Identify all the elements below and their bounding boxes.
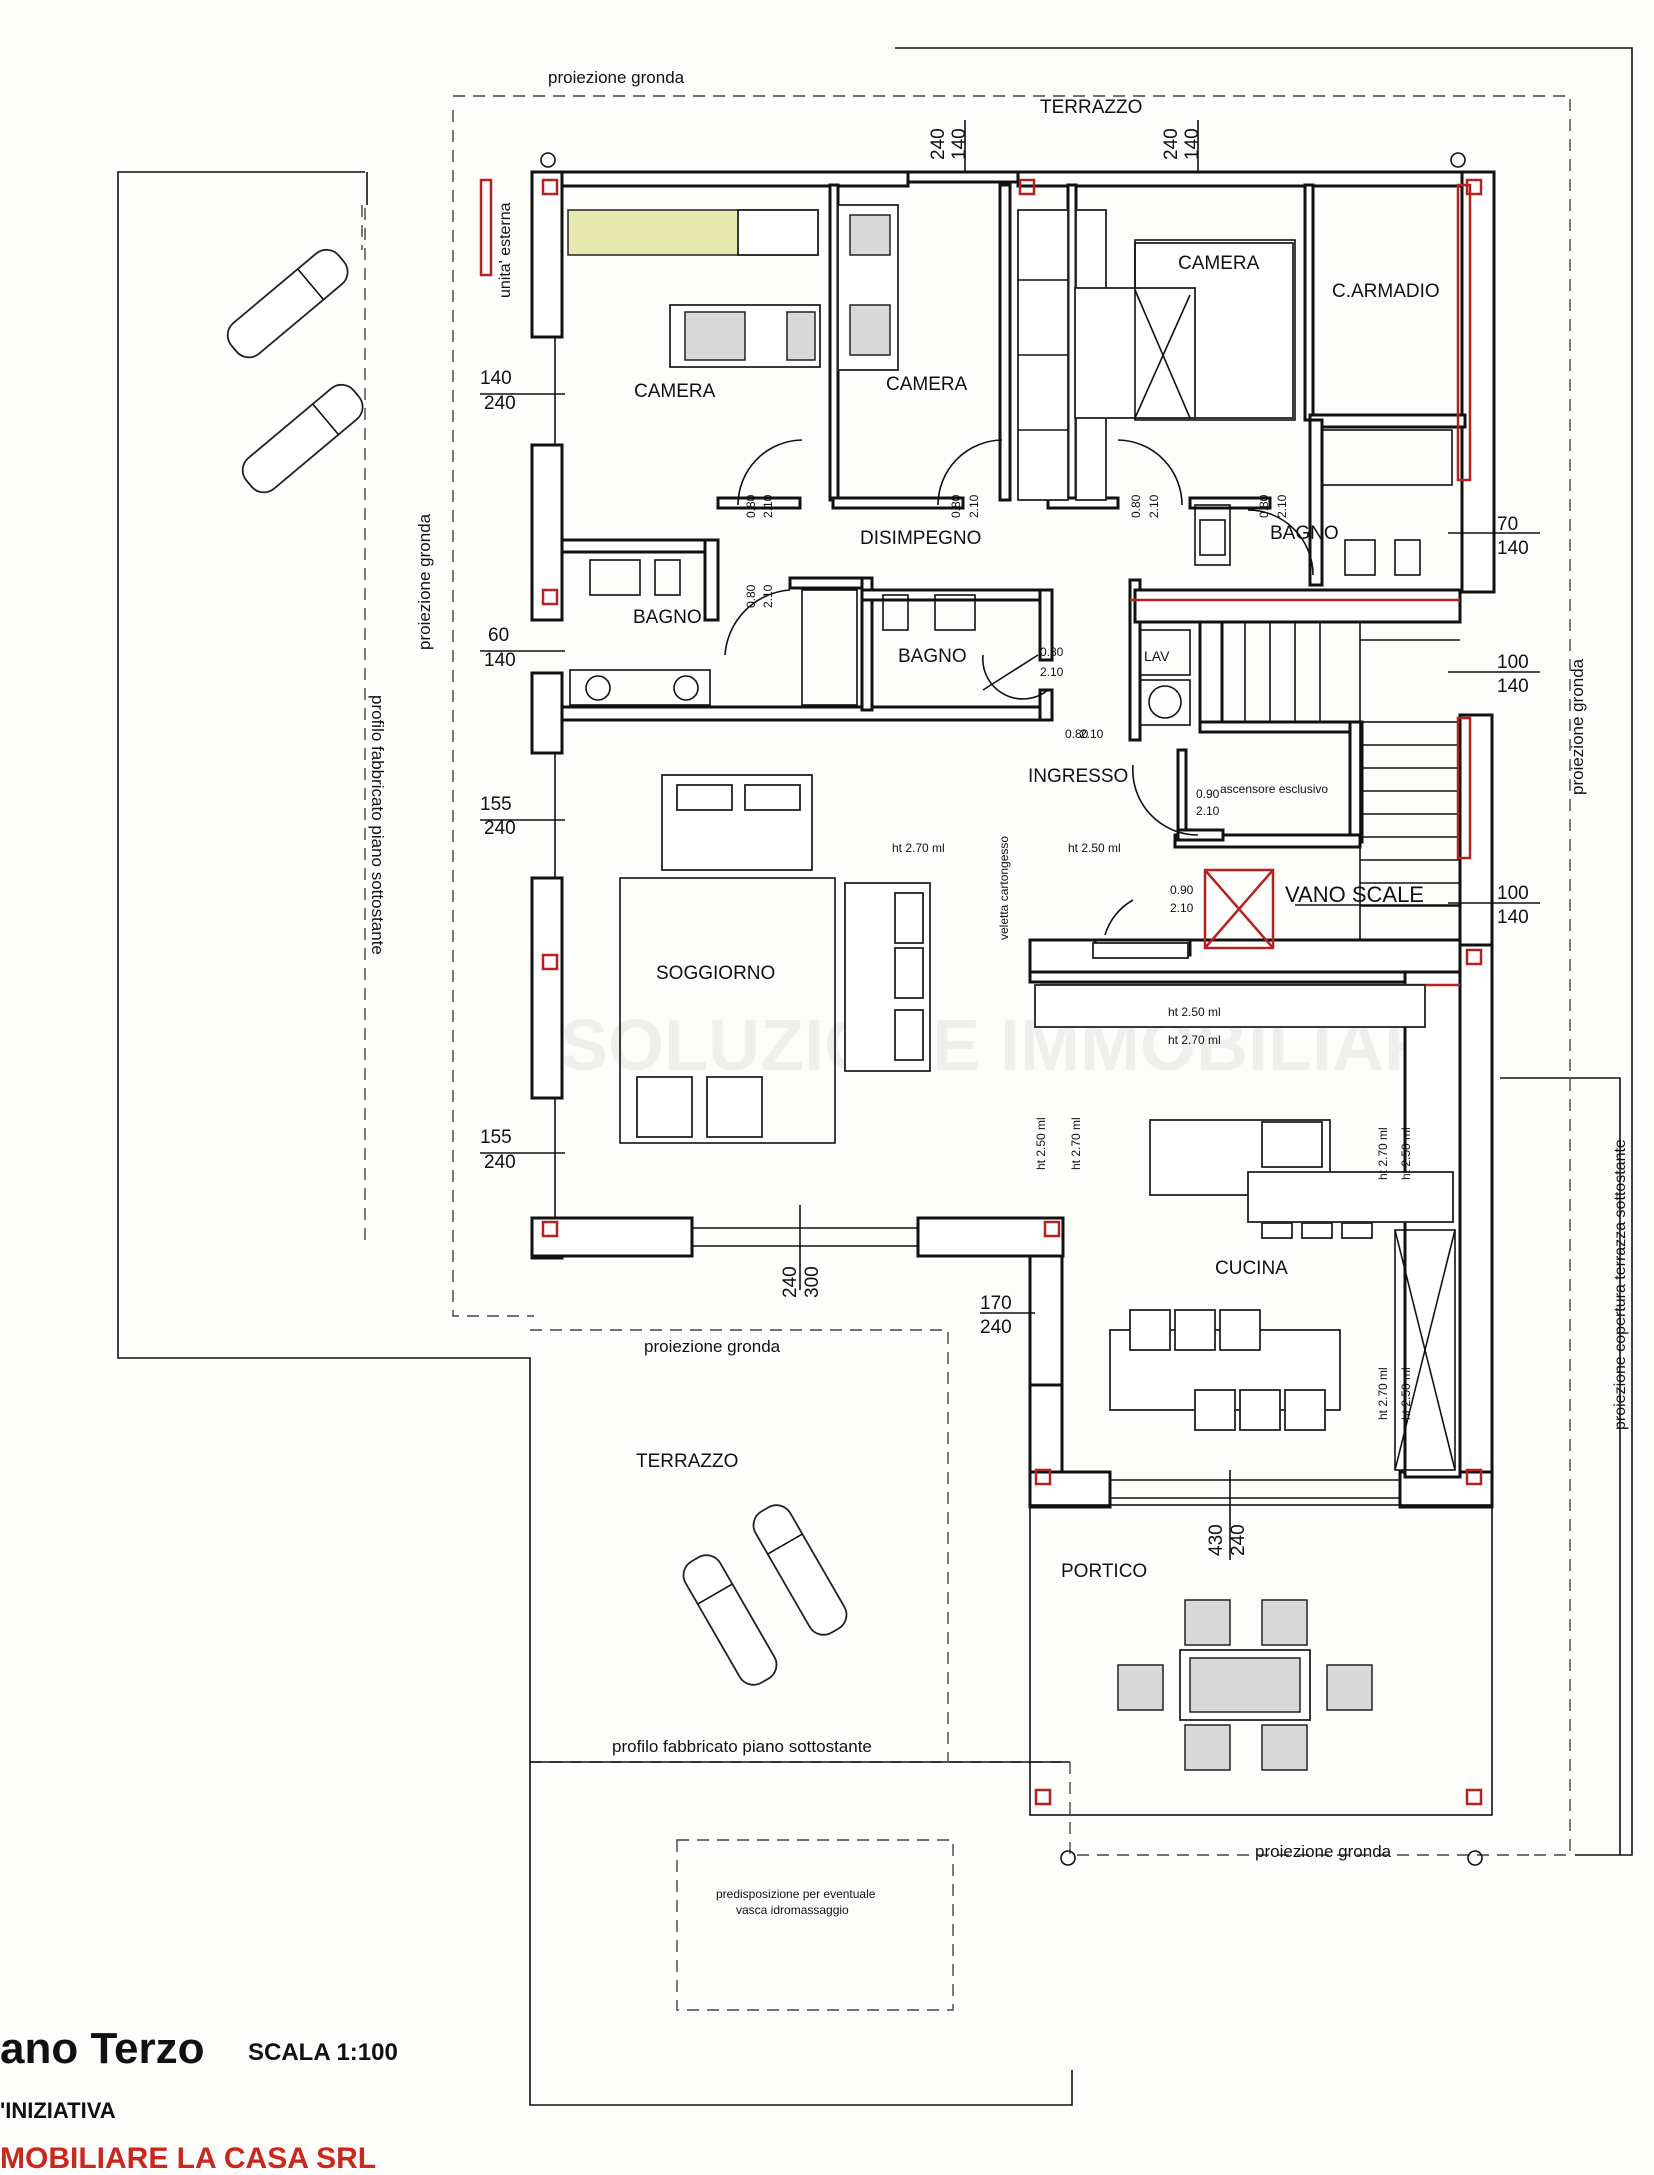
door-dim-9-a: 0.90 — [1170, 883, 1194, 897]
dim-right-1-a: 70 — [1497, 514, 1518, 535]
outer-profile-outline — [117, 47, 1633, 2106]
note-ht-kitchen-2: ht 2.70 ml — [1168, 1033, 1221, 1047]
room-ingresso: INGRESSO — [1028, 766, 1128, 787]
note-ht-kitchen-5: ht 2.70 ml — [1376, 1127, 1390, 1180]
door-dim-6-a: 0.80 — [1040, 645, 1064, 659]
lav-label: LAV — [1144, 648, 1170, 664]
dim-bottom-1-a: 300 — [802, 1266, 823, 1298]
note-ht-kitchen-8: ht 2.50 ml — [1399, 1367, 1413, 1420]
room-terrazzo-bottom: TERRAZZO — [636, 1451, 738, 1472]
dim-right-3-a: 100 — [1497, 883, 1529, 904]
building-walls — [530, 170, 1496, 1816]
plan-title: ano Terzo — [0, 2024, 205, 2073]
note-ht-kitchen-4: ht 2.70 ml — [1069, 1117, 1083, 1170]
dim-left-4-b: 240 — [484, 1152, 516, 1173]
room-camera-1: CAMERA — [634, 381, 716, 402]
note-ht-ingresso: ht 2.50 ml — [1068, 841, 1121, 855]
door-dim-1-b: 2.10 — [761, 494, 775, 518]
footer-initiative: 'INIZIATIVA — [0, 2098, 116, 2123]
room-portico: PORTICO — [1061, 1561, 1147, 1582]
dim-top-2-b: 240 — [1161, 128, 1182, 160]
dim-left-3-a: 155 — [480, 794, 512, 815]
dim-right-2-a: 100 — [1497, 652, 1529, 673]
dim-top-1-a: 140 — [949, 128, 970, 160]
window-dimensions — [480, 120, 1540, 1560]
dim-right-2-b: 140 — [1497, 676, 1529, 697]
door-dim-6-b: 2.10 — [1040, 665, 1064, 679]
door-dim-2-a: 0.80 — [949, 494, 963, 518]
dim-left-3-b: 240 — [484, 818, 516, 839]
door-dim-7-a: 0.80 — [1065, 727, 1089, 741]
note-ascensore: ascensore esclusivo — [1220, 782, 1328, 796]
dim-top-1-b2: 240 — [928, 128, 949, 160]
room-bagno-3: BAGNO — [898, 646, 967, 667]
note-ht-kitchen-7: ht 2.70 ml — [1376, 1367, 1390, 1420]
door-dims: 0.80 2.10 0.80 2.10 0.80 2.10 0.80 2.10 … — [744, 494, 1289, 915]
room-camera-3: CAMERA — [1178, 253, 1260, 274]
note-copertura: proiezione copertura terrazza sottostant… — [1612, 1139, 1629, 1430]
dim-kitchen-a: 170 — [980, 1293, 1012, 1314]
footer-company: MOBILIARE LA CASA SRL — [0, 2142, 376, 2175]
room-camera-2: CAMERA — [886, 374, 968, 395]
note-ht-kitchen-1: ht 2.50 ml — [1168, 1005, 1221, 1019]
furniture — [226, 204, 1456, 1771]
room-vano-scale: VANO SCALE — [1285, 882, 1424, 907]
door-dim-1-a: 0.80 — [744, 494, 758, 518]
door-dim-4-a: 0.80 — [1257, 494, 1271, 518]
door-dim-5-b: 2.10 — [761, 584, 775, 608]
note-ht-soggiorno: ht 2.70 ml — [892, 841, 945, 855]
dim-left-2-b: 140 — [484, 650, 516, 671]
dim-right-3-b: 140 — [1497, 907, 1529, 928]
dim-top-2-a: 140 — [1182, 128, 1203, 160]
door-dim-8-b: 2.10 — [1196, 804, 1220, 818]
dim-left-4-a: 155 — [480, 1127, 512, 1148]
note-unita-esterna: unita' esterna — [497, 202, 514, 298]
dim-left-2-a: 60 — [488, 625, 509, 646]
note-gronda-top: proiezione gronda — [548, 68, 685, 87]
dim-kitchen-b: 240 — [980, 1317, 1012, 1338]
door-dim-8-a: 0.90 — [1196, 787, 1220, 801]
dim-right-1-b: 140 — [1497, 538, 1529, 559]
staircase — [1203, 621, 1461, 950]
note-ht-kitchen-6: ht 2.50 ml — [1399, 1127, 1413, 1180]
note-gronda-left: proiezione gronda — [415, 513, 434, 650]
room-soggiorno: SOGGIORNO — [656, 963, 775, 984]
door-dim-5-a: 0.80 — [744, 584, 758, 608]
note-gronda-bottom: proiezione gronda — [1255, 1842, 1392, 1861]
door-swings — [724, 439, 1314, 936]
dim-left-1-b: 240 — [484, 393, 516, 414]
note-profilo-left: profilo fabbricato piano sottostante — [368, 695, 387, 955]
dim-portico-a: 430 — [1206, 1524, 1227, 1556]
door-dim-9-b: 2.10 — [1170, 901, 1194, 915]
door-dim-3-b: 2.10 — [1147, 494, 1161, 518]
room-bagno-2: BAGNO — [633, 607, 702, 628]
room-disimpegno: DISIMPEGNO — [860, 528, 981, 549]
note-profilo-bottom: profilo fabbricato piano sottostante — [612, 1737, 872, 1756]
note-gronda-middle: proiezione gronda — [644, 1337, 781, 1356]
room-c-armadio: C.ARMADIO — [1332, 281, 1440, 302]
note-vasca-1: predisposizione per eventuale — [716, 1887, 876, 1901]
note-vasca-2: vasca idromassaggio — [736, 1903, 849, 1917]
room-bagno-1: BAGNO — [1270, 523, 1339, 544]
room-terrazzo-top: TERRAZZO — [1040, 97, 1142, 118]
dim-bottom-1-b: 240 — [780, 1266, 801, 1298]
door-dim-4-b: 2.10 — [1275, 494, 1289, 518]
door-dim-7-b: 2.10 — [1080, 727, 1104, 741]
dim-portico-b: 240 — [1228, 1524, 1249, 1556]
note-ht-kitchen-3: ht 2.50 ml — [1034, 1117, 1048, 1170]
door-dim-3-a: 0.80 — [1129, 494, 1143, 518]
room-cucina: CUCINA — [1215, 1258, 1288, 1279]
dim-left-1-a: 140 — [480, 368, 512, 389]
note-veletta: veletta cartongesso — [997, 836, 1011, 940]
door-dim-2-b: 2.10 — [967, 494, 981, 518]
plan-scale: SCALA 1:100 — [248, 2039, 398, 2066]
note-gronda-right: proiezione gronda — [1568, 658, 1587, 795]
